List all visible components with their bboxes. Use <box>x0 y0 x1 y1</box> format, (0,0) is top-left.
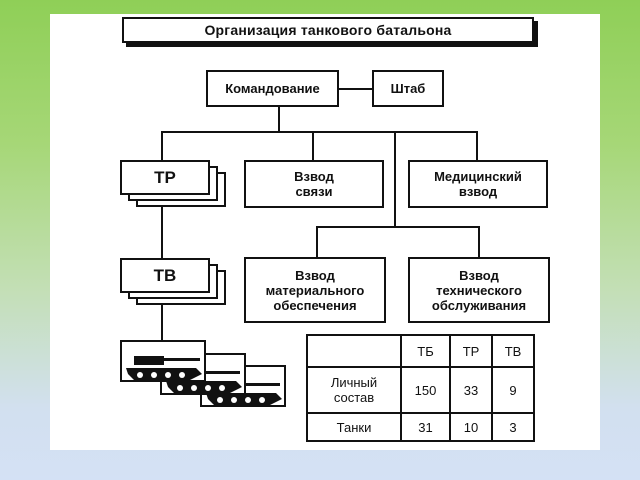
table-cell: 150 <box>400 366 451 414</box>
supply-platoon-box: Взвод материального обеспечения <box>244 257 386 323</box>
tank-picture-1 <box>120 340 206 382</box>
maintenance-platoon-box: Взвод технического обслуживания <box>408 257 550 323</box>
tank-icon <box>126 356 202 380</box>
tank-company-box: ТР <box>120 160 210 195</box>
connector-to-medical <box>476 131 478 161</box>
table-cell: 33 <box>449 366 493 414</box>
signal-platoon-box: Взвод связи <box>244 160 384 208</box>
connector-command-down <box>278 106 280 132</box>
connector-to-maintenance <box>478 226 480 258</box>
connector-tr-tv <box>161 194 163 258</box>
strength-table: ТБ ТР ТВ Личный состав 150 33 9 Танки 31… <box>306 334 535 442</box>
command-box: Командование <box>206 70 339 107</box>
table-header-cell <box>306 334 402 368</box>
connector-spine <box>394 131 396 227</box>
diagram-title: Организация танкового батальона <box>122 17 534 43</box>
tank-platoon-box: ТВ <box>120 258 210 293</box>
hq-box: Штаб <box>372 70 444 107</box>
table-row: Личный состав 150 33 9 <box>306 366 535 414</box>
connector-command-hq <box>338 88 372 90</box>
connector-top-bus <box>161 131 477 133</box>
table-cell: 3 <box>491 412 535 442</box>
connector-to-supply <box>316 226 318 258</box>
table-cell: 10 <box>449 412 493 442</box>
table-row: Танки 31 10 3 <box>306 412 535 442</box>
connector-to-tr <box>161 131 163 161</box>
connector-tv-tanks <box>161 292 163 340</box>
table-cell: 9 <box>491 366 535 414</box>
connector-to-signal <box>312 131 314 161</box>
table-header-cell: ТБ <box>400 334 451 368</box>
table-header-row: ТБ ТР ТВ <box>306 334 535 368</box>
table-header-cell: ТВ <box>491 334 535 368</box>
table-header-cell: ТР <box>449 334 493 368</box>
connector-lower-bus <box>316 226 480 228</box>
row-label: Танки <box>306 412 402 442</box>
row-label: Личный состав <box>306 366 402 414</box>
medical-platoon-box: Медицинский взвод <box>408 160 548 208</box>
table-cell: 31 <box>400 412 451 442</box>
